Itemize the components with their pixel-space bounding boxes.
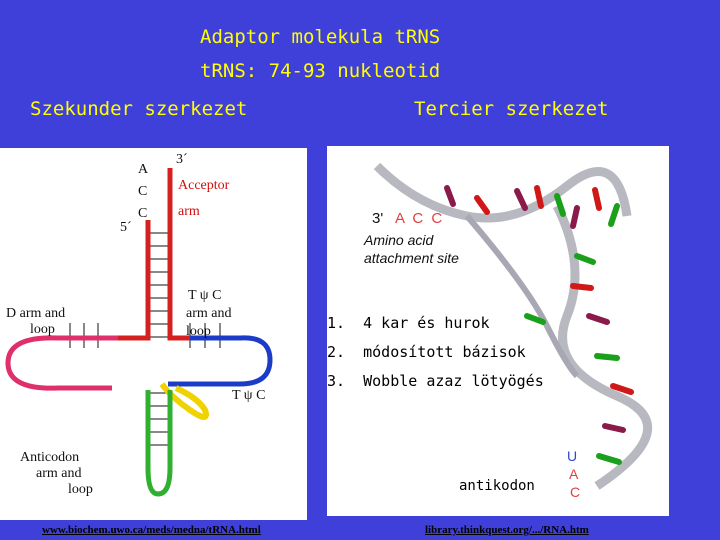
list-text: módosított bázisok (363, 343, 526, 361)
acc-base-2: C (138, 184, 148, 199)
secondary-structure-panel: A C C 3´ 5´ Acceptor arm D arm and loop … (0, 148, 307, 520)
acceptor-label-1: Acceptor (178, 178, 230, 193)
tertiary-three-prime: 3' (372, 210, 384, 227)
tRNA-3d-structure (373, 162, 653, 490)
anticodon-label-1: Anticodon (20, 450, 80, 465)
anticodon-arm-strand (145, 390, 173, 497)
anticodon-base-u: U (567, 448, 578, 464)
tpc-arm-label-1: T ψ C (188, 288, 222, 303)
list-num: 2. (327, 343, 346, 361)
tpc-arm-strand (168, 335, 273, 387)
helix-ribbon-long (552, 203, 653, 490)
acceptor-label-2: arm (178, 204, 200, 219)
acc-base-1: A (138, 162, 149, 177)
anticodon-base-c: C (570, 484, 581, 500)
helix-ribbon-top (373, 162, 632, 223)
feature-list-item: 3. Wobble azaz lötyögés (327, 372, 544, 390)
tpc-arm-label-3: loop (186, 324, 211, 339)
anticodon-base-a: A (569, 466, 579, 482)
feature-list-item: 1. 4 kar és hurok (327, 314, 490, 332)
anticodon-word: antikodon (459, 478, 535, 494)
d-arm-strand (5, 335, 118, 391)
amino-label-2: attachment site (364, 250, 459, 266)
anticodon-label-2: arm and (36, 466, 82, 481)
list-num: 3. (327, 372, 346, 390)
left-heading: Szekunder szerkezet (30, 98, 248, 120)
five-prime-label: 5´ (120, 220, 132, 235)
list-num: 1. (327, 314, 346, 332)
title-line-2: tRNS: 74-93 nukleotid (200, 60, 441, 82)
d-arm-label-1: D arm and (6, 306, 66, 321)
left-source-url[interactable]: www.biochem.uwo.ca/meds/medna/tRNA.html (42, 524, 261, 536)
tRNA-cloverleaf-diagram (5, 168, 273, 497)
acceptor-stem-3prime (167, 168, 190, 341)
list-text: 4 kar és hurok (363, 314, 490, 332)
title-line-1: Adaptor molekula tRNS (200, 26, 441, 48)
anticodon-label-3: loop (68, 482, 93, 497)
nucleotide-rungs (444, 185, 634, 465)
d-arm-label-2: loop (30, 322, 55, 337)
right-source-url[interactable]: library.thinkquest.org/.../RNA.htm (425, 524, 589, 536)
tertiary-acc-bases: A C C (395, 210, 445, 227)
feature-list-item: 2. módosított bázisok (327, 343, 526, 361)
acceptor-stem-5prime (118, 220, 151, 341)
list-text: Wobble azaz lötyögés (363, 372, 544, 390)
amino-label-1: Amino acid (364, 232, 434, 248)
three-prime-label: 3´ (176, 152, 188, 167)
tpc-arm-label-2: arm and (186, 306, 232, 321)
tpc-loop-label: T ψ C (232, 388, 266, 403)
tertiary-structure-panel: 3' A C C Amino acid attachment site U A … (327, 146, 669, 516)
acc-base-3: C (138, 206, 148, 221)
variable-loop (159, 382, 209, 420)
right-heading: Tercier szerkezet (414, 98, 609, 120)
